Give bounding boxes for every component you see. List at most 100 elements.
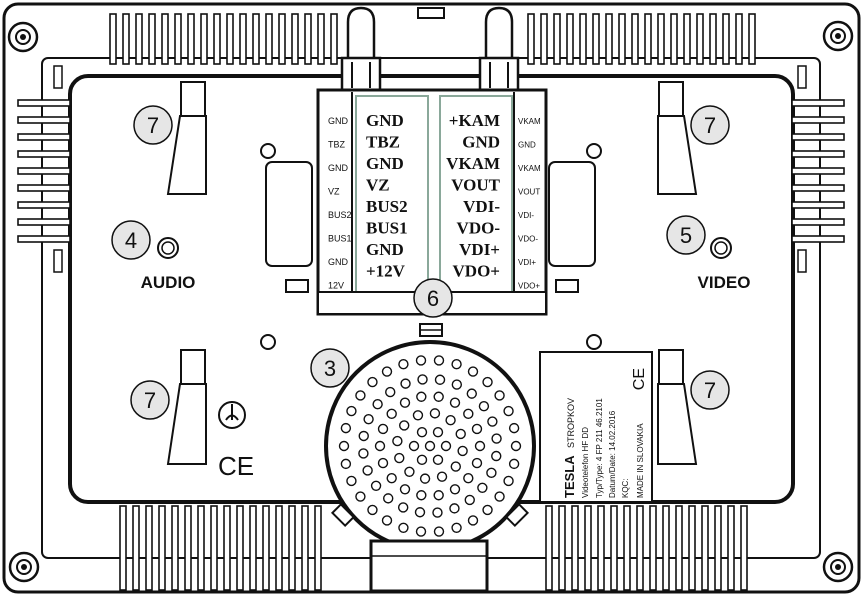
speaker-hole [432, 454, 444, 466]
speaker-hole [399, 484, 411, 495]
wall-hook [166, 81, 207, 195]
mounting-hole [586, 334, 602, 350]
vent-fin [558, 505, 566, 591]
terminal-pin-label-small: VKAM [518, 117, 541, 126]
vent-fin [17, 116, 71, 124]
speaker-hole [355, 491, 366, 502]
speaker-hole [429, 408, 441, 419]
svg-text:Datum/Date: 14.02.2016: Datum/Date: 14.02.2016 [608, 410, 617, 498]
svg-text:7: 7 [144, 388, 156, 413]
speaker-hole [451, 359, 462, 370]
vent-fin [187, 13, 195, 65]
vent-fin [17, 201, 71, 209]
vent-fin [791, 184, 845, 192]
vent-fin [579, 13, 587, 65]
vent-fin [174, 13, 182, 65]
speaker-hole [386, 408, 397, 420]
speaker-hole [433, 391, 444, 402]
speaker-hole [412, 410, 424, 421]
vent-fin [145, 505, 153, 591]
speaker-hole [397, 502, 409, 513]
speaker-hole [358, 448, 369, 459]
callout-7: 7 [690, 370, 730, 410]
side-slot [797, 249, 807, 273]
speaker-hole [449, 484, 461, 495]
vent-fin [288, 505, 296, 591]
callout-6: 6 [413, 278, 453, 318]
mounting-hole [586, 143, 602, 159]
speaker-hole [433, 355, 445, 366]
video-label: VIDEO [698, 273, 751, 292]
speaker-hole [417, 374, 428, 385]
vent-fin [17, 99, 71, 107]
audio-label: AUDIO [141, 273, 196, 292]
callout-4: 4 [111, 220, 151, 260]
terminal-pin-label-small: GND [518, 141, 536, 150]
vent-fins-bottom-right [545, 505, 748, 591]
speaker-hole [386, 472, 397, 484]
speaker-hole [474, 440, 486, 452]
speaker-hole [450, 461, 461, 472]
vent-fin [132, 505, 140, 591]
speaker-hole [358, 430, 369, 442]
speaker-hole [408, 440, 420, 452]
terminal-pin-label: VOUT [451, 176, 500, 195]
speaker-hole [367, 504, 378, 516]
terminal-pin-label-small: GND [328, 116, 349, 126]
vent-fin [213, 13, 221, 65]
speaker-hole [415, 355, 427, 366]
vent-fin [161, 13, 169, 65]
vent-fin [252, 13, 260, 65]
vent-fin [545, 505, 553, 591]
speaker-hole [482, 504, 493, 516]
vent-fin [791, 116, 845, 124]
wall-hook [657, 349, 698, 465]
callout-7: 7 [130, 380, 170, 420]
vent-fin [597, 505, 605, 591]
speaker-hole [455, 428, 466, 440]
speaker-hole [486, 467, 497, 479]
vent-fin [722, 13, 730, 65]
speaker-hole [463, 408, 474, 420]
speaker-hole [414, 507, 426, 518]
vent-fin [727, 505, 735, 591]
svg-text:Videotelefon HF DD: Videotelefon HF DD [581, 427, 590, 498]
speaker-hole [510, 440, 522, 452]
corner-screw [822, 551, 854, 583]
speaker-hole [467, 515, 479, 526]
vent-fin [553, 13, 561, 65]
speaker-hole [433, 490, 444, 501]
svg-text:7: 7 [147, 113, 159, 138]
terminal-pin-label-small: VDO- [518, 235, 538, 244]
vent-fin [740, 505, 748, 591]
vent-fin [265, 13, 273, 65]
wall-hook [657, 81, 698, 195]
svg-text:MADE IN SLOVAKIA: MADE IN SLOVAKIA [636, 423, 645, 498]
vent-fin [791, 235, 845, 243]
vent-fin [701, 505, 709, 591]
vent-fin [226, 13, 234, 65]
speaker-hole [416, 490, 427, 501]
speaker-hole [404, 466, 415, 477]
vent-fin [636, 505, 644, 591]
svg-text:5: 5 [680, 223, 692, 248]
terminal-pin-label-small: VDI+ [518, 258, 536, 267]
speaker-hole [398, 359, 409, 370]
terminal-pin-label-small: VZ [328, 187, 340, 197]
side-opening-left [265, 161, 313, 267]
terminal-pin-label: VKAM [446, 154, 500, 173]
speaker-hole [398, 522, 409, 533]
vent-fin [644, 13, 652, 65]
terminal-pin-label: GND [366, 240, 404, 259]
speaker-hole [424, 440, 436, 452]
speaker-hole [482, 376, 493, 388]
speaker-hole [385, 386, 396, 398]
terminal-pin-label-small: BUS2 [328, 210, 352, 220]
vent-fin [791, 150, 845, 158]
vent-fin [304, 13, 312, 65]
speaker-hole [399, 420, 410, 431]
vent-fin [631, 13, 639, 65]
side-slot [797, 65, 807, 89]
vent-fin [158, 505, 166, 591]
terminal-block [316, 88, 548, 316]
